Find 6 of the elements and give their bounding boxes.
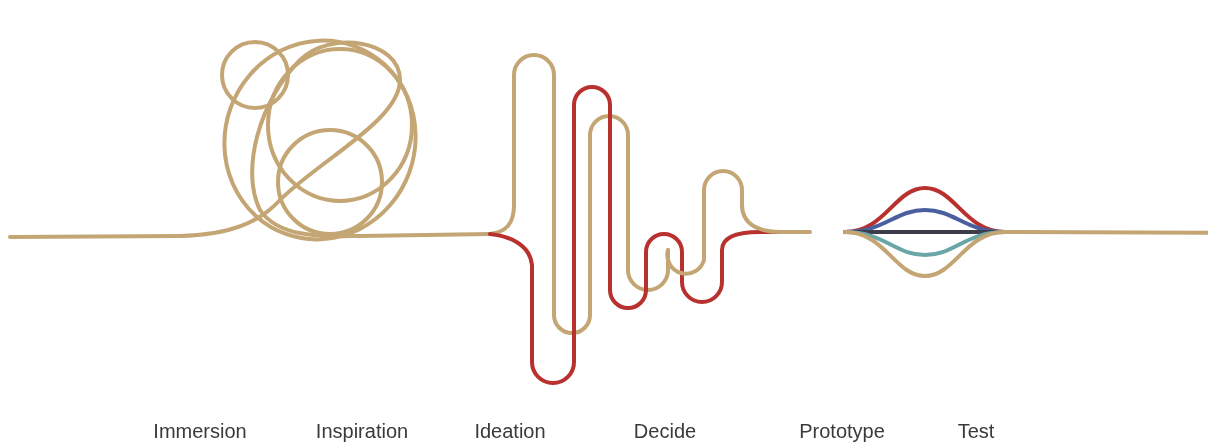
phase-label: Inspiration <box>315 420 409 443</box>
phase-label: Decide <box>633 420 697 443</box>
phase-label: Immersion <box>153 420 247 443</box>
phase-label: Ideation <box>474 420 546 443</box>
phase-label: Prototype <box>799 420 885 443</box>
phase-label: Test <box>957 420 995 443</box>
